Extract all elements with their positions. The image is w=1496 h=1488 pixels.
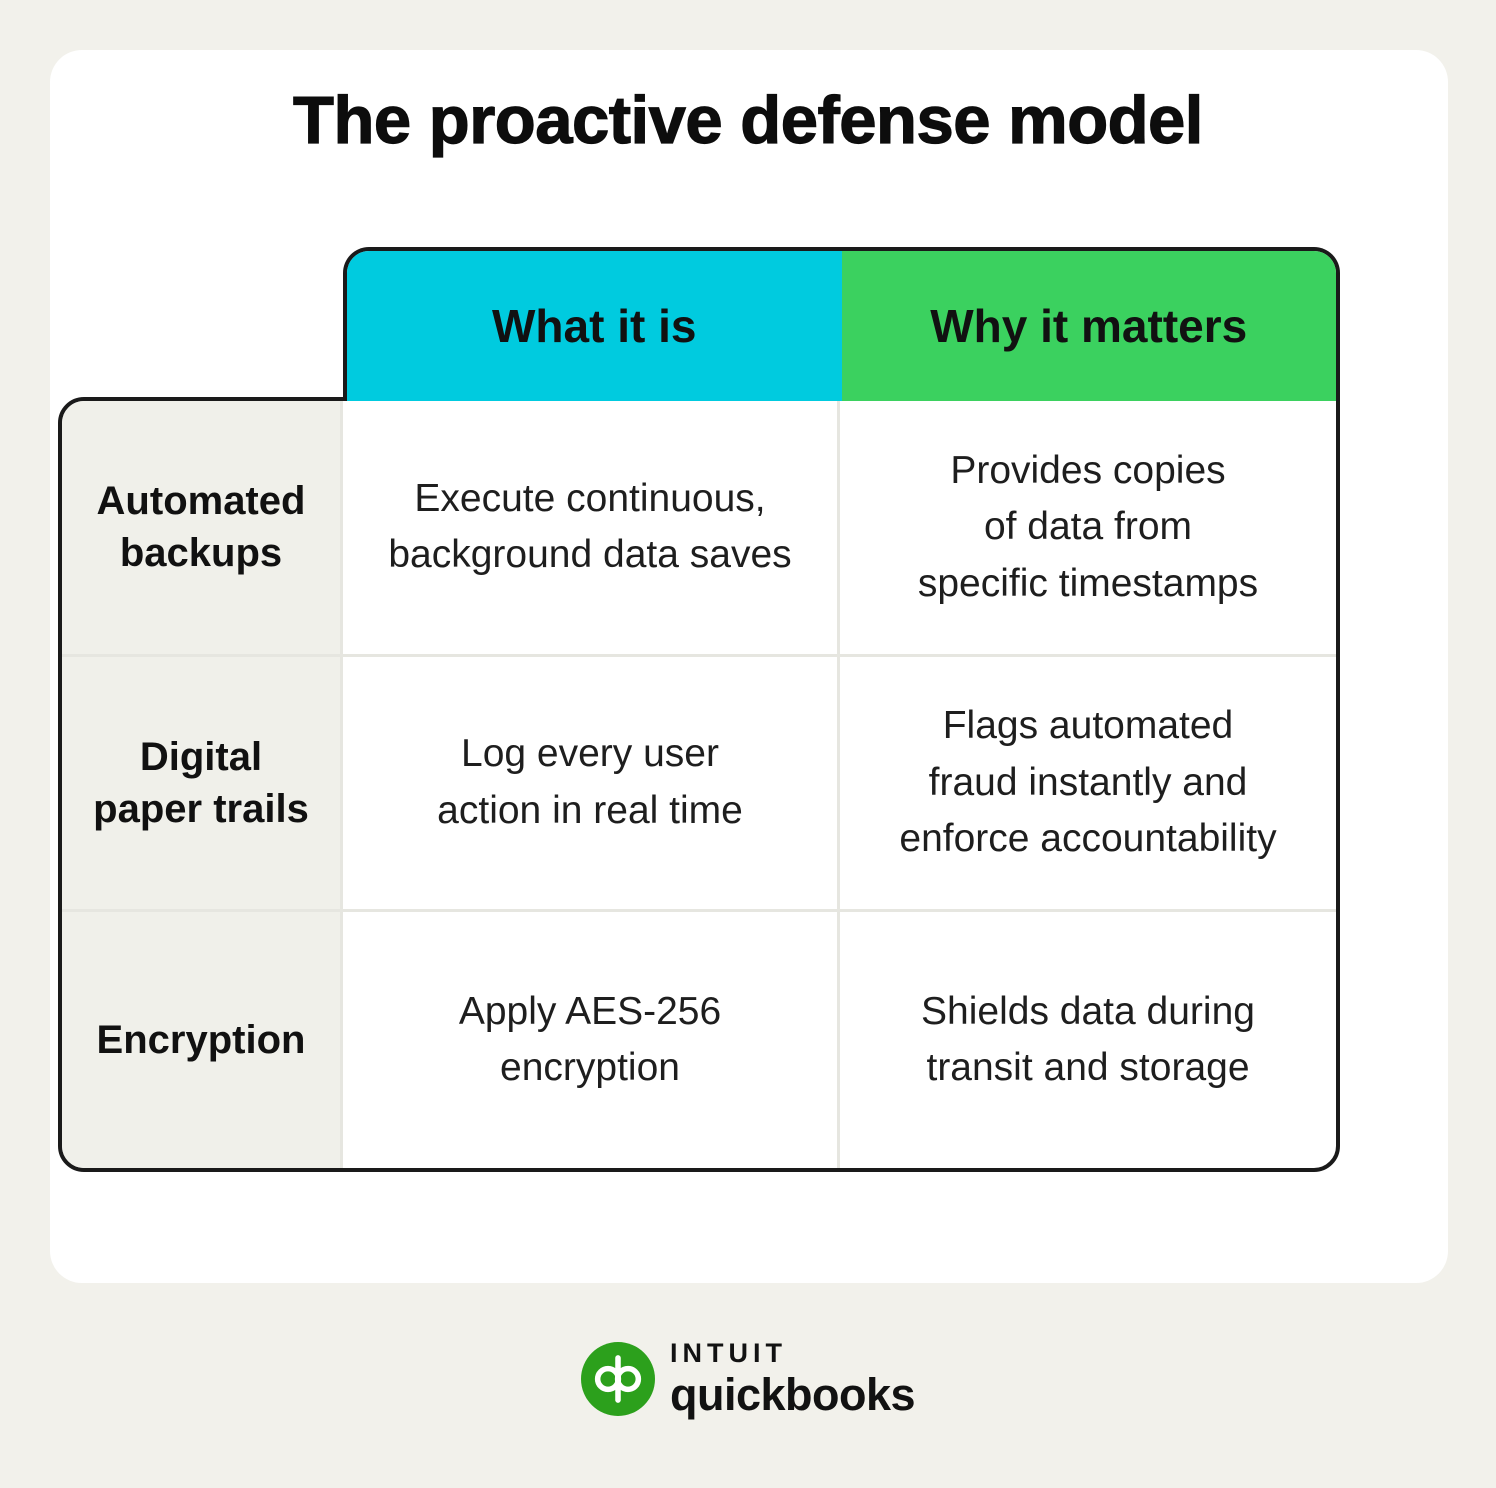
page-title: The proactive defense model [292,82,1204,158]
row-label-automated-backups: Automated backups [62,401,343,657]
cell-digital-paper-trails-why: Flags automated fraud instantly and enfo… [840,657,1336,913]
cell-encryption-why: Shields data during transit and storage [921,989,1255,1090]
table-header-why-it-matters: Why it matters [841,251,1336,401]
intuit-wordmark: INTUIT [669,1338,787,1368]
cell-encryption-what: Apply AES-256 encryption [343,912,840,1168]
intuit-quickbooks-logo: INTUIT quickbooks [0,1340,1496,1417]
table-header-row: What it is Why it matters [343,247,1340,401]
row-label-digital-paper-trails: Digital paper trails [62,656,343,913]
row-label-encryption: Encryption [62,912,343,1168]
cell-automated-backups-what: Execute continuous, background data save… [343,401,840,657]
defense-model-table: Automated backups Execute continuous, ba… [58,397,1340,1172]
cell-digital-paper-trails-what: Log every user action in real time [343,656,840,913]
table-header-what-it-is: What it is [347,251,842,401]
quickbooks-qb-icon [580,1341,655,1416]
cell-automated-backups-why: Provides copies of data from specific ti… [840,401,1336,657]
quickbooks-wordmark: quickbooks [669,1369,916,1420]
brand-wordmark: INTUIT quickbooks [669,1338,916,1420]
